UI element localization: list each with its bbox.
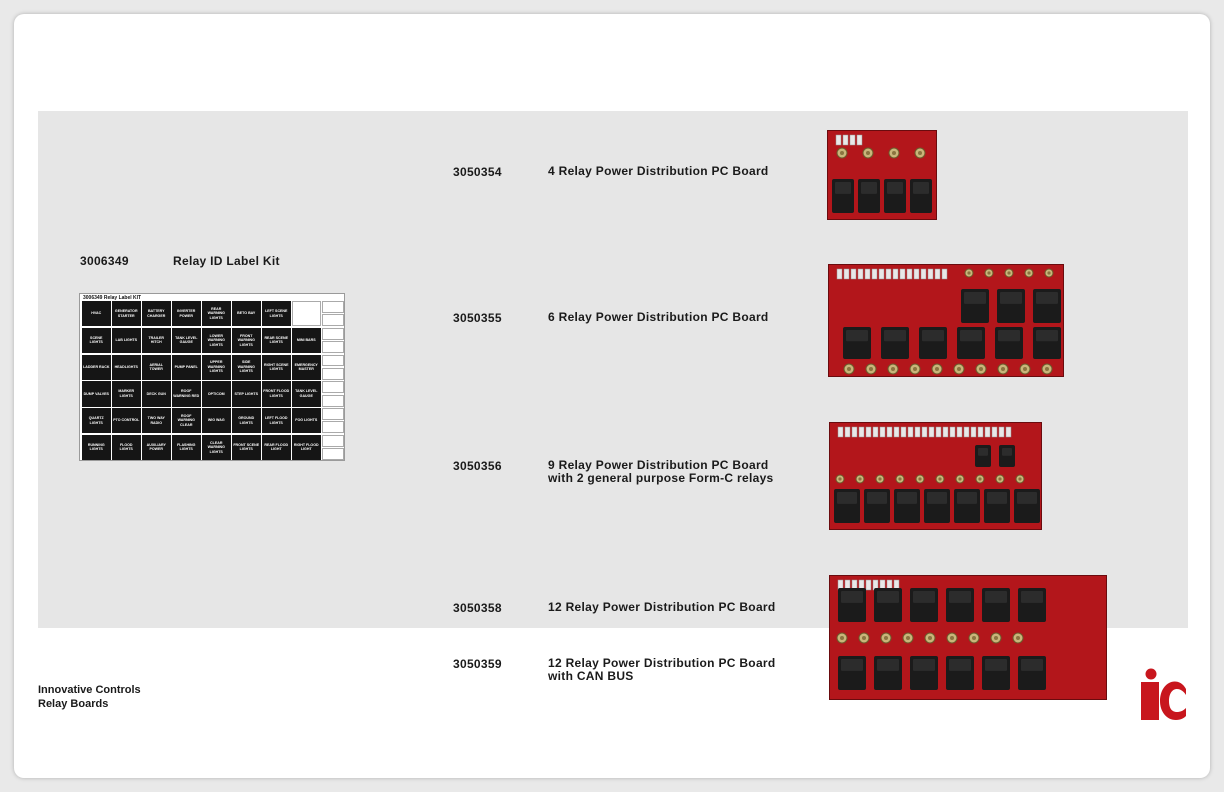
product-description-line2: with CAN BUS xyxy=(548,669,634,683)
relay-label: EMERGENCY MASTER xyxy=(292,354,321,380)
blank-label xyxy=(322,421,344,434)
relay-label: TRAILER HITCH xyxy=(142,327,171,353)
relay-label: UPPER WARNING LIGHTS xyxy=(202,354,231,380)
relay-label: FLOOD LIGHTS xyxy=(112,434,141,460)
relay-label: DECK GUN xyxy=(142,381,171,407)
product-part-number: 3050355 xyxy=(453,311,502,325)
relay-label: MARKER LIGHTS xyxy=(112,381,141,407)
innovative-controls-logo-icon xyxy=(1138,667,1188,723)
product-description: 4 Relay Power Distribution PC Board xyxy=(548,164,769,178)
relay-label: FLASHING LIGHTS xyxy=(172,434,201,460)
blank-label xyxy=(322,367,344,380)
relay-label: QUARTZ LIGHTS xyxy=(82,408,111,434)
kit-part-number: 3006349 xyxy=(80,254,129,268)
blank-label-stack xyxy=(322,381,344,407)
relay-label: PTO CONTROL xyxy=(112,408,141,434)
product-description-line2: with 2 general purpose Form-C relays xyxy=(548,471,774,485)
blank-label xyxy=(322,341,344,353)
blank-label-stack xyxy=(322,408,344,434)
relay-label: WIG WAG xyxy=(202,408,231,434)
relay-label: INVERTER POWER xyxy=(172,301,201,327)
relay-label: ROOF WARNING CLEAR xyxy=(172,408,201,434)
relay-label: TANK LEVEL GAUGE xyxy=(292,381,321,407)
footer-title: Innovative Controls Relay Boards xyxy=(38,683,141,711)
label-sheet-title: 3006349 Relay Label KIT xyxy=(83,295,142,301)
relay-label: RIGHT SCENE LIGHTS xyxy=(262,354,291,380)
kit-description: Relay ID Label Kit xyxy=(173,254,280,268)
relay-label: CLEAR WARNING LIGHTS xyxy=(202,434,231,460)
relay-label: REAR SCENE LIGHTS xyxy=(262,327,291,353)
relay-label: RIGHT FLOOD LIGHT xyxy=(292,434,321,460)
relay-label: AERIAL TOWER xyxy=(142,354,171,380)
blank-label xyxy=(322,327,344,340)
blank-label xyxy=(322,381,344,394)
blank-label xyxy=(322,408,344,420)
relay-label: REAR WARNING LIGHTS xyxy=(202,301,231,327)
relay-label: AUXILIARY POWER xyxy=(142,434,171,460)
relay-board-12-image xyxy=(829,575,1107,700)
relay-label: LAB LIGHTS xyxy=(112,327,141,353)
relay-label: FOG LIGHTS xyxy=(292,408,321,434)
blank-label xyxy=(322,394,344,407)
relay-label: HVAC xyxy=(82,301,111,327)
relay-label: OPTICOM xyxy=(202,381,231,407)
relay-label: STEP LIGHTS xyxy=(232,381,261,407)
relay-label: PUMP PANEL xyxy=(172,354,201,380)
product-description: 6 Relay Power Distribution PC Board xyxy=(548,310,769,324)
product-part-number: 3050358 xyxy=(453,601,502,615)
relay-label: RUNNING LIGHTS xyxy=(82,434,111,460)
relay-label: HEADLIGHTS xyxy=(112,354,141,380)
relay-label: TANK LEVEL GAUGE xyxy=(172,327,201,353)
blank-label xyxy=(322,448,344,460)
blank-label-stack xyxy=(322,434,344,460)
relay-label: SCENE LIGHTS xyxy=(82,327,111,353)
product-description: 12 Relay Power Distribution PC Board xyxy=(548,600,776,614)
blank-label xyxy=(322,314,344,327)
blank-label xyxy=(322,301,344,313)
relay-board-4-image xyxy=(827,130,937,220)
relay-board-9-image xyxy=(829,422,1042,530)
relay-label: BETO BAY xyxy=(232,301,261,327)
footer-line1: Innovative Controls xyxy=(38,684,141,696)
relay-label: LADDER RACK xyxy=(82,354,111,380)
blank-label xyxy=(292,301,321,327)
product-description: 12 Relay Power Distribution PC Board xyxy=(548,656,776,670)
relay-label: BATTERY CHARGER xyxy=(142,301,171,327)
blank-label-stack xyxy=(322,327,344,353)
product-description: 9 Relay Power Distribution PC Board xyxy=(548,458,769,472)
relay-label: LEFT SCENE LIGHTS xyxy=(262,301,291,327)
relay-label: ROOF WARNING RED xyxy=(172,381,201,407)
relay-label: REAR FLOOD LIGHT xyxy=(262,434,291,460)
relay-label: FRONT WARNING LIGHTS xyxy=(232,327,261,353)
product-part-number: 3050354 xyxy=(453,165,502,179)
relay-label: GROUND LIGHTS xyxy=(232,408,261,434)
relay-label: FRONT SCENE LIGHTS xyxy=(232,434,261,460)
blank-label-stack xyxy=(322,301,344,327)
product-part-number: 3050356 xyxy=(453,459,502,473)
relay-label: DUMP VALVES xyxy=(82,381,111,407)
blank-label-stack xyxy=(322,354,344,380)
relay-label: MINI BARS xyxy=(292,327,321,353)
relay-label: SIDE WARNING LIGHTS xyxy=(232,354,261,380)
relay-board-6-image xyxy=(828,264,1064,377)
relay-label: LOWER WARNING LIGHTS xyxy=(202,327,231,353)
footer-line2: Relay Boards xyxy=(38,698,109,710)
product-part-number: 3050359 xyxy=(453,657,502,671)
relay-label: GENERATOR STARTER xyxy=(112,301,141,327)
relay-label: FRONT FLOOD LIGHTS xyxy=(262,381,291,407)
relay-label: TWO WAY RADIO xyxy=(142,408,171,434)
relay-label: LEFT FLOOD LIGHTS xyxy=(262,408,291,434)
blank-label xyxy=(322,354,344,367)
blank-label xyxy=(322,434,344,447)
